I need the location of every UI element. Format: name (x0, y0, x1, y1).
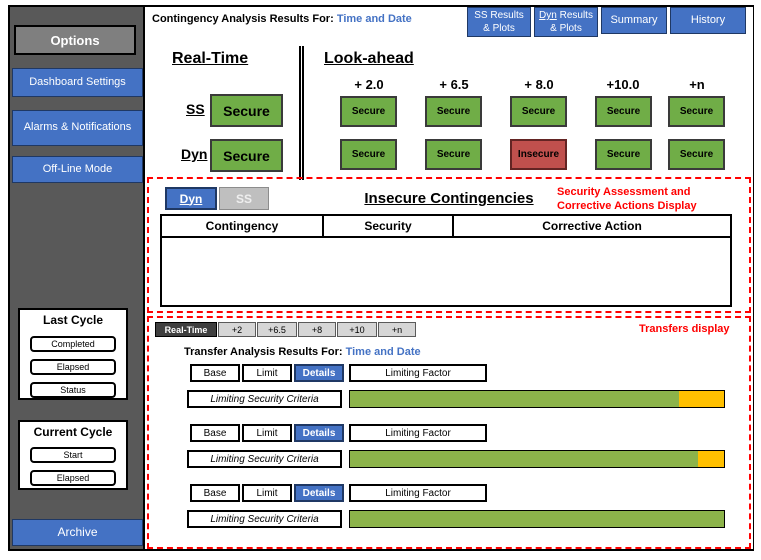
lookahead-ss-status-1[interactable]: Secure (340, 96, 397, 127)
insecure-contingencies-title: Insecure Contingencies (364, 190, 534, 207)
details-button-3[interactable]: Details (294, 484, 344, 502)
lookahead-ss-status-3[interactable]: Secure (510, 96, 567, 127)
current-cycle-start-button[interactable]: Start (30, 447, 116, 463)
app-frame (8, 5, 754, 551)
section-divider (299, 46, 304, 180)
history-button[interactable]: History (670, 7, 746, 34)
lookahead-col-5: +n (689, 77, 705, 92)
transfer-subtitle-prefix: Transfer Analysis Results For: (184, 346, 343, 358)
page-title: Contingency Analysis Results For: Time a… (152, 13, 412, 25)
lookahead-col-3: + 8.0 (524, 77, 554, 92)
col-corrective-action: Corrective Action (452, 216, 730, 236)
lookahead-col-1: + 2.0 (354, 77, 384, 92)
ss-row-label: SS (186, 101, 205, 117)
transfer-bar-2 (349, 450, 725, 468)
current-cycle-title: Current Cycle (33, 425, 113, 439)
tab-dyn[interactable]: Dyn (165, 187, 217, 210)
transfer-subtitle: Transfer Analysis Results For: Time and … (184, 346, 421, 358)
details-button-2[interactable]: Details (294, 424, 344, 442)
transfer-subtitle-datetime: Time and Date (345, 346, 421, 358)
lookahead-dyn-status-2[interactable]: Secure (425, 139, 482, 170)
bar-orange-segment (679, 391, 724, 407)
limiting-factor-box-2: Limiting Factor (349, 424, 487, 442)
transfer-tab-plus2[interactable]: +2 (218, 322, 256, 337)
base-button-3[interactable]: Base (190, 484, 240, 502)
dyn-results-dyn: Dyn (539, 10, 557, 21)
realtime-dyn-status[interactable]: Secure (210, 139, 283, 172)
limiting-criteria-box-3: Limiting Security Criteria (187, 510, 342, 528)
transfer-tab-plus8[interactable]: +8 (298, 322, 336, 337)
lookahead-ss-status-5[interactable]: Secure (668, 96, 725, 127)
base-button-2[interactable]: Base (190, 424, 240, 442)
sidebar-item-dashboard-settings[interactable]: Dashboard Settings (12, 68, 143, 97)
security-annotation-line2: Corrective Actions Display (557, 199, 697, 212)
realtime-ss-status[interactable]: Secure (210, 94, 283, 127)
dyn-results-line2: & Plots (550, 23, 582, 34)
lookahead-col-2: + 6.5 (439, 77, 469, 92)
realtime-heading: Real-Time (172, 50, 249, 67)
security-annotation-line1: Security Assessment and (557, 186, 691, 198)
last-cycle-completed-button[interactable]: Completed (30, 336, 116, 352)
col-security: Security (322, 216, 452, 236)
tab-ss[interactable]: SS (219, 187, 269, 210)
col-contingency: Contingency (205, 219, 279, 233)
lookahead-dyn-status-3[interactable]: Insecure (510, 139, 567, 170)
security-annotation: Security Assessment and Corrective Actio… (557, 186, 751, 214)
lookahead-ss-status-4[interactable]: Secure (595, 96, 652, 127)
current-cycle-elapsed-button[interactable]: Elapsed (30, 470, 116, 486)
sidebar-item-offline-mode[interactable]: Off-Line Mode (12, 156, 143, 183)
last-cycle-title: Last Cycle (42, 313, 104, 327)
last-cycle-status-button[interactable]: Status (30, 382, 116, 398)
last-cycle-panel: Last Cycle Completed Elapsed Status (18, 308, 128, 400)
current-cycle-panel: Current Cycle Start Elapsed (18, 420, 128, 490)
dyn-results-plots-button[interactable]: Dyn Results & Plots (534, 7, 598, 37)
lookahead-dyn-status-4[interactable]: Secure (595, 139, 652, 170)
transfer-tab-plus10[interactable]: +10 (337, 322, 377, 337)
transfers-annotation: Transfers display (639, 323, 730, 335)
bar-green-segment (350, 391, 680, 407)
summary-button[interactable]: Summary (601, 7, 667, 34)
lookahead-col-4: +10.0 (606, 77, 640, 92)
bar-green-segment (350, 451, 698, 467)
dyn-results-rest: Results (559, 10, 593, 21)
limiting-criteria-box-1: Limiting Security Criteria (187, 390, 342, 408)
page-title-prefix: Contingency Analysis Results For: (152, 13, 334, 25)
main-area: Contingency Analysis Results For: Time a… (145, 7, 753, 549)
contingency-table-body (162, 238, 730, 303)
last-cycle-elapsed-button[interactable]: Elapsed (30, 359, 116, 375)
transfer-tab-plusn[interactable]: +n (378, 322, 416, 337)
contingency-table-header: Contingency Security Corrective Action (162, 216, 730, 238)
ss-results-line1: SS Results (474, 10, 524, 21)
lookahead-ss-status-2[interactable]: Secure (425, 96, 482, 127)
bar-orange-segment (697, 451, 724, 467)
dyn-row-label: Dyn (181, 146, 208, 162)
lookahead-heading: Look-ahead (324, 50, 414, 67)
details-button-1[interactable]: Details (294, 364, 344, 382)
base-button-1[interactable]: Base (190, 364, 240, 382)
lookahead-dyn-status-1[interactable]: Secure (340, 139, 397, 170)
limit-button-1[interactable]: Limit (242, 364, 292, 382)
security-assessment-panel: Dyn SS Insecure Contingencies Security A… (147, 177, 751, 313)
dyn-results-line1: Dyn Results (539, 9, 593, 22)
page-title-datetime: Time and Date (336, 13, 412, 25)
transfer-tab-realtime[interactable]: Real-Time (155, 322, 217, 337)
ss-results-plots-button[interactable]: SS Results & Plots (467, 7, 531, 37)
sidebar-item-alarms-notifications[interactable]: Alarms & Notifications (12, 110, 143, 146)
bar-green-segment (350, 511, 724, 527)
limit-button-3[interactable]: Limit (242, 484, 292, 502)
contingency-table: Contingency Security Corrective Action (160, 214, 732, 307)
transfer-bar-1 (349, 390, 725, 408)
limiting-factor-box-1: Limiting Factor (349, 364, 487, 382)
ss-results-line2: & Plots (483, 23, 515, 34)
lookahead-dyn-status-5[interactable]: Secure (668, 139, 725, 170)
options-button[interactable]: Options (14, 25, 136, 55)
transfer-bar-3 (349, 510, 725, 528)
limiting-criteria-box-2: Limiting Security Criteria (187, 450, 342, 468)
transfer-tab-plus6-5[interactable]: +6.5 (257, 322, 297, 337)
limit-button-2[interactable]: Limit (242, 424, 292, 442)
archive-button[interactable]: Archive (12, 519, 143, 546)
sidebar: Options Dashboard Settings Alarms & Noti… (10, 7, 145, 549)
transfers-panel: Real-Time +2 +6.5 +8 +10 +n Transfers di… (147, 316, 751, 549)
limiting-factor-box-3: Limiting Factor (349, 484, 487, 502)
